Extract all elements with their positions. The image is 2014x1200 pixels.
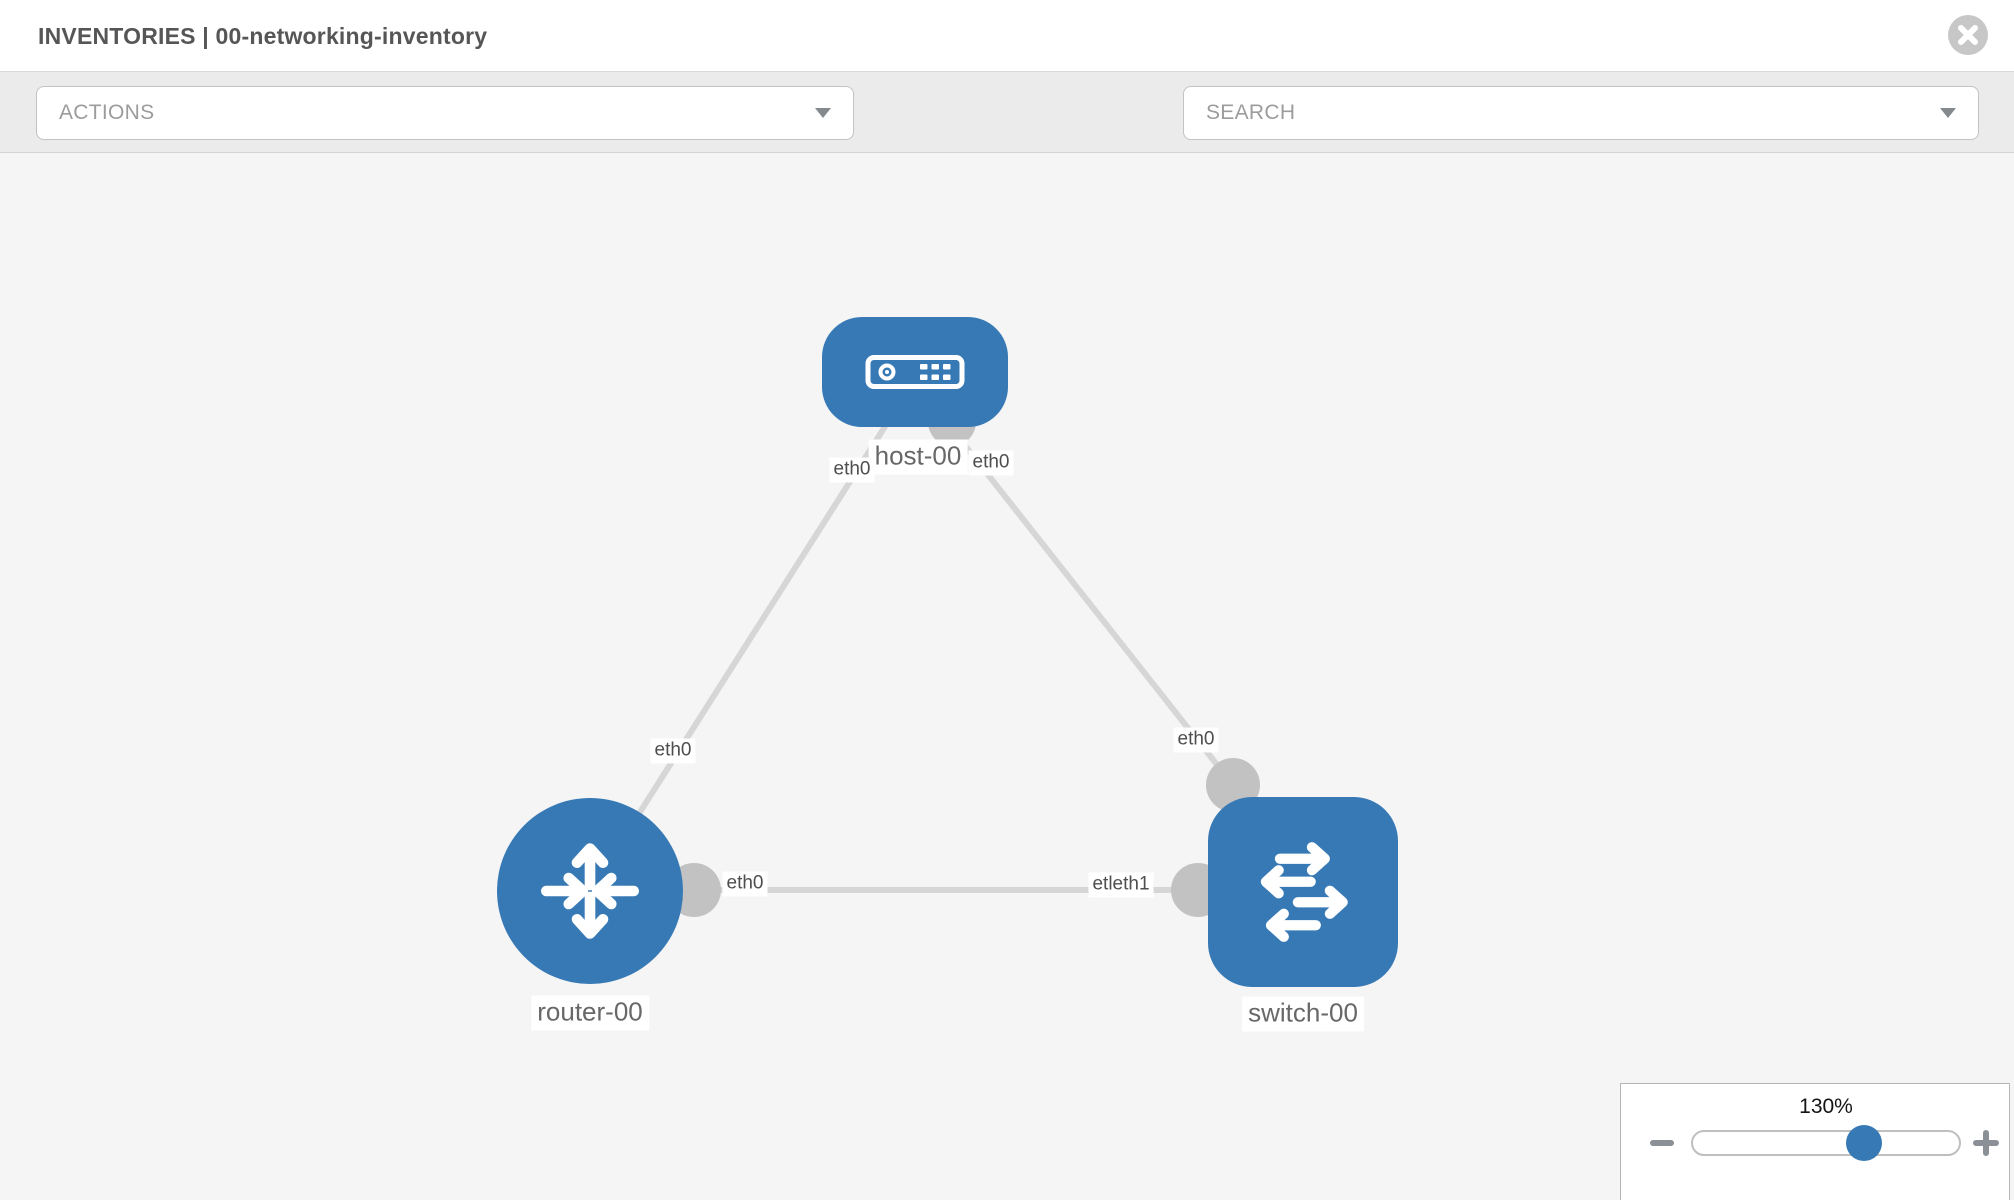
node-router-00[interactable]: [497, 798, 683, 984]
zoom-out-button[interactable]: [1649, 1130, 1675, 1156]
search-dropdown[interactable]: SEARCH: [1183, 86, 1979, 140]
search-placeholder: SEARCH: [1206, 101, 1296, 124]
interface-label: eth0: [968, 450, 1014, 476]
node-label-switch: switch-00: [1242, 996, 1364, 1032]
interface-label: eth0: [1173, 727, 1219, 753]
router-arrows-icon: [541, 843, 639, 939]
node-switch-00[interactable]: [1208, 797, 1398, 987]
chevron-down-icon: [1940, 108, 1956, 118]
toolbar: ACTIONS SEARCH: [0, 72, 2014, 203]
zoom-slider-track[interactable]: [1691, 1130, 1961, 1156]
interface-label: eth0: [829, 457, 875, 483]
zoom-in-button[interactable]: [1973, 1130, 1999, 1156]
actions-dropdown[interactable]: ACTIONS: [36, 86, 854, 140]
chevron-down-icon: [815, 108, 831, 118]
zoom-slider-thumb[interactable]: [1846, 1125, 1882, 1161]
node-label-host: host-00: [868, 439, 968, 475]
switch-arrows-icon: [1260, 842, 1348, 942]
page-title: INVENTORIES | 00-networking-inventory: [38, 23, 488, 49]
node-host-00[interactable]: [822, 317, 1008, 427]
server-icon: [865, 355, 965, 389]
interface-label: eth0: [650, 738, 696, 764]
links-layer: [597, 393, 1260, 917]
interface-label: eth0: [722, 871, 768, 897]
close-button[interactable]: [1948, 15, 1988, 55]
zoom-percentage: 130%: [1799, 1095, 1853, 1118]
node-label-router: router-00: [531, 995, 649, 1031]
plus-icon: [1973, 1130, 1999, 1156]
interface-label: etleth1: [1088, 872, 1154, 898]
actions-dropdown-label: ACTIONS: [59, 101, 155, 124]
zoom-control-panel: 130%: [1620, 1083, 2010, 1200]
close-icon: [1958, 25, 1978, 45]
header: INVENTORIES | 00-networking-inventory: [0, 0, 2014, 72]
minus-icon: [1650, 1140, 1674, 1146]
topology-canvas[interactable]: host-00 router-00 switch-00 eth0 eth0 et…: [0, 153, 2014, 1200]
